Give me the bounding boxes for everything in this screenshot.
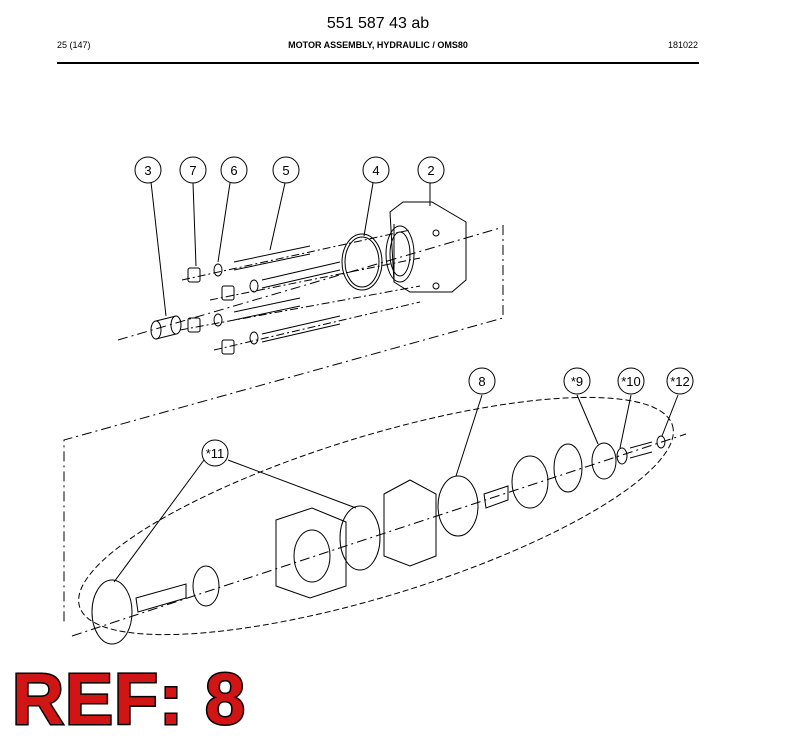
- callout-label-11: *11: [206, 446, 225, 461]
- bolt: [261, 315, 341, 343]
- callout-10: [617, 367, 645, 395]
- nut: [221, 285, 235, 301]
- oring-4: [341, 233, 383, 291]
- washer: [249, 279, 259, 293]
- valve: [511, 455, 549, 509]
- callout-2: [417, 156, 445, 184]
- oring-11b: [339, 505, 381, 571]
- callout-8: [468, 367, 496, 395]
- document-number: 551 587 43 ab: [326, 15, 430, 32]
- washer: [249, 331, 259, 345]
- callout-4: [362, 156, 390, 184]
- callout-label-6: 6: [230, 163, 237, 178]
- valve-housing: [553, 443, 583, 493]
- callout-6: [220, 156, 248, 184]
- ref-stamp: REF: 8: [10, 660, 247, 740]
- bolt: [233, 297, 301, 321]
- gear-set: [275, 507, 347, 599]
- callout-label-3: 3: [144, 163, 151, 178]
- lower-centerline: [71, 433, 687, 637]
- callout-3: [134, 156, 162, 184]
- oring-10: [616, 447, 628, 465]
- drive-gear: [192, 565, 220, 607]
- callout-label-9: *9: [571, 374, 583, 389]
- nut: [187, 317, 201, 333]
- washer: [213, 313, 223, 327]
- spacer-plate: [383, 479, 437, 567]
- bolt: [261, 261, 341, 289]
- oring-11a: [91, 579, 133, 645]
- nut: [221, 339, 235, 355]
- screw-12: [656, 435, 666, 449]
- nut: [187, 267, 201, 283]
- header-rule: [57, 62, 699, 64]
- callout-11: [201, 439, 229, 467]
- callout-label-4: 4: [372, 163, 379, 178]
- bolt: [233, 245, 311, 271]
- callout-label-7: 7: [189, 163, 196, 178]
- pin: [629, 441, 653, 459]
- callout-5: [272, 156, 300, 184]
- callout-label-2: 2: [427, 163, 434, 178]
- document-date: 181022: [667, 40, 698, 50]
- shaft: [135, 583, 187, 613]
- page-index: 25 (147): [57, 40, 91, 50]
- valve-drive: [483, 485, 509, 509]
- spacer-part: [150, 315, 182, 340]
- callout-label-8: 8: [478, 374, 485, 389]
- callout-9: [563, 367, 591, 395]
- callout-label-12: *12: [670, 374, 690, 389]
- callout-12: [666, 367, 694, 395]
- callout-7: [179, 156, 207, 184]
- document-title: MOTOR ASSEMBLY, HYDRAULIC / OMS80: [288, 40, 468, 50]
- section-boundary-line: [63, 225, 504, 625]
- upper-centerline: [117, 227, 501, 341]
- lower-group-outline: [78, 396, 674, 636]
- oring-8: [437, 475, 479, 537]
- callout-label-10: *10: [621, 374, 641, 389]
- housing-part: [385, 201, 467, 293]
- callout-label-5: 5: [282, 163, 289, 178]
- washer: [213, 263, 223, 277]
- oring-9: [591, 442, 617, 480]
